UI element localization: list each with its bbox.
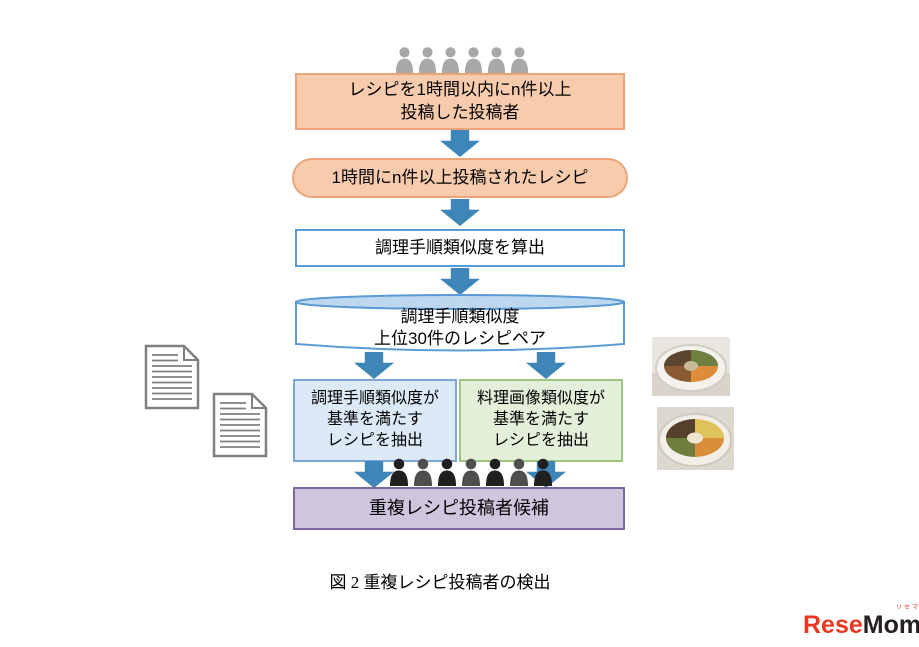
flow-box-recipes-label: 1時間にn件以上投稿されたレシピ [331,167,589,187]
person-icon [510,47,529,74]
flow-box-extract-procedure-line2: 基準を満たす [326,411,423,429]
down-arrow-icon [354,352,394,379]
flow-box-candidates: 重複レシピ投稿者候補 [293,487,625,530]
flow-box-posters: レシピを1時間以内にn件以上 投稿した投稿者 [295,73,625,130]
person-icon [534,458,552,486]
flow-box-extract-procedure: 調理手順類似度が 基準を満たす レシピを抽出 [293,379,457,462]
food-photo [657,407,734,470]
down-arrow-icon [440,130,480,157]
posters-group-icons [393,46,531,74]
flow-box-extract-image-line2: 基準を満たす [492,411,589,429]
figure-caption: 図 2 重複レシピ投稿者の検出 [329,573,551,592]
person-icon [464,47,483,74]
person-icon [441,47,460,74]
flow-box-recipes: 1時間にn件以上投稿されたレシピ [292,158,628,198]
cylinder-shape [295,294,625,352]
resemom-logo-ruby: リセマム [896,605,919,611]
flow-box-candidates-label: 重複レシピ投稿者候補 [369,497,549,518]
person-icon [438,458,456,486]
resemom-logo-mom: Mom. [862,611,919,639]
resemom-logo-rese: Rese [803,611,863,639]
document-icon [144,344,200,410]
flow-cylinder-top30-pairs: 調理手順類似度 上位30件のレシピペア [294,293,626,355]
person-icon [390,458,408,486]
person-icon [462,458,480,486]
person-icon [486,458,504,486]
flow-box-extract-image: 料理画像類似度が 基準を満たす レシピを抽出 [459,379,623,462]
person-icon [395,47,414,74]
person-icon [510,458,528,486]
person-icon [418,47,437,74]
flow-box-extract-procedure-line1: 調理手順類似度が [310,390,439,408]
flow-box-extract-image-line1: 料理画像類似度が [476,390,605,408]
candidate-group-icons [387,456,555,488]
flow-cylinder-line2: 上位30件のレシピペア [374,329,546,348]
document-icon [212,392,268,458]
flow-box-calc-similarity: 調理手順類似度を算出 [295,229,625,267]
flow-box-extract-image-line3: レシピを抽出 [492,431,589,449]
food-photo [652,337,730,396]
down-arrow-icon [440,199,480,226]
down-arrow-icon [526,352,566,379]
flow-box-posters-line2: 投稿した投稿者 [400,102,520,122]
flow-cylinder-line1: 調理手順類似度 [400,306,520,326]
flow-box-calc-similarity-label: 調理手順類似度を算出 [375,237,545,257]
person-icon [487,47,506,74]
down-arrow-icon [440,268,480,295]
flow-box-extract-procedure-line3: レシピを抽出 [326,431,423,449]
person-icon [414,458,432,486]
flow-box-posters-line1: レシピを1時間以内にn件以上 [348,80,572,100]
resemom-logo: リセマム ReseMom. [803,605,919,639]
